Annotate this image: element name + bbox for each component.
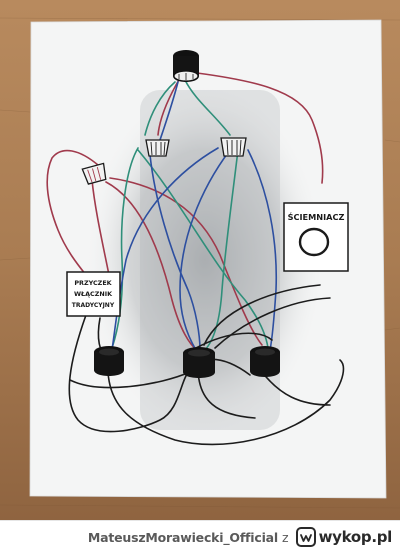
- switch-label-line3: TRADYCYJNY: [72, 302, 115, 309]
- wykop-logo-icon: [295, 527, 316, 547]
- wago-connector-small: [81, 162, 107, 185]
- attribution-bar: MateuszMorawiecki_Official z wykop.pl: [0, 520, 400, 553]
- site-name: wykop.pl: [318, 528, 393, 546]
- credit-connector: z: [282, 529, 289, 545]
- switch-label-line2: WŁĄCZNIK: [74, 290, 113, 298]
- wago-connector-left: [145, 139, 170, 157]
- socket-right: [250, 346, 280, 377]
- dimmer-label: ŚCIEMNIACZ: [288, 211, 345, 222]
- socket-left: [94, 346, 124, 376]
- socket-middle: [183, 347, 215, 378]
- photo: PRZYCZEK WŁĄCZNIK TRADYCYJNY ŚCIEMNIACZ: [0, 0, 400, 520]
- credit-username[interactable]: MateuszMorawiecki_Official: [87, 529, 278, 545]
- dimmer-knob: [298, 227, 330, 257]
- site-logo[interactable]: wykop.pl: [295, 527, 393, 547]
- dimmer-box: ŚCIEMNIACZ: [283, 202, 349, 272]
- wago-connector-right: [220, 137, 247, 157]
- wood-grain: [0, 17, 400, 509]
- switch-box: PRZYCZEK WŁĄCZNIK TRADYCYJNY: [66, 271, 121, 317]
- green-wires: [111, 79, 269, 351]
- blue-wires: [111, 81, 278, 351]
- ceiling-socket: [173, 50, 199, 82]
- switch-label-line1: PRZYCZEK: [74, 279, 112, 287]
